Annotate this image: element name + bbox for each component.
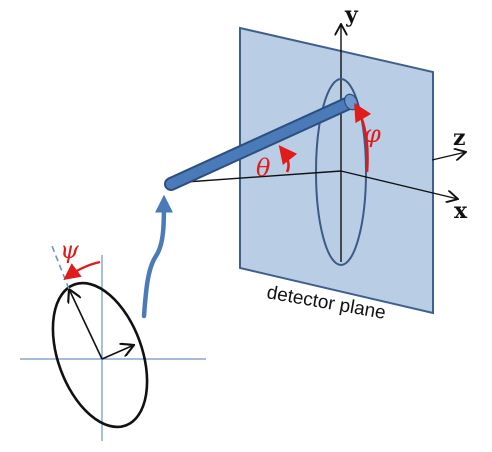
z-axis-line	[431, 152, 466, 160]
z-axis-label: z	[453, 125, 466, 151]
polarization-ellipse	[51, 281, 149, 429]
psi-label: ψ	[60, 236, 80, 264]
y-axis-label: y	[344, 2, 359, 28]
major-axis-dashed-extension	[51, 245, 70, 290]
phi-label: φ	[364, 120, 381, 148]
rod-highlight	[166, 97, 356, 189]
major-axis-arrow	[69, 289, 103, 360]
x-axis-label: x	[454, 198, 468, 224]
projection-line-horizontal	[171, 170, 342, 184]
cone-ellipse	[315, 78, 367, 266]
transfer-arrow	[141, 194, 173, 319]
psi-arc	[63, 260, 101, 281]
phi-arc	[354, 102, 372, 173]
detector-plane	[239, 26, 434, 315]
x-axis-line	[340, 170, 458, 199]
theta-label: θ	[256, 154, 271, 182]
theta-arc	[278, 145, 298, 173]
minor-axis-arrow	[101, 345, 134, 360]
